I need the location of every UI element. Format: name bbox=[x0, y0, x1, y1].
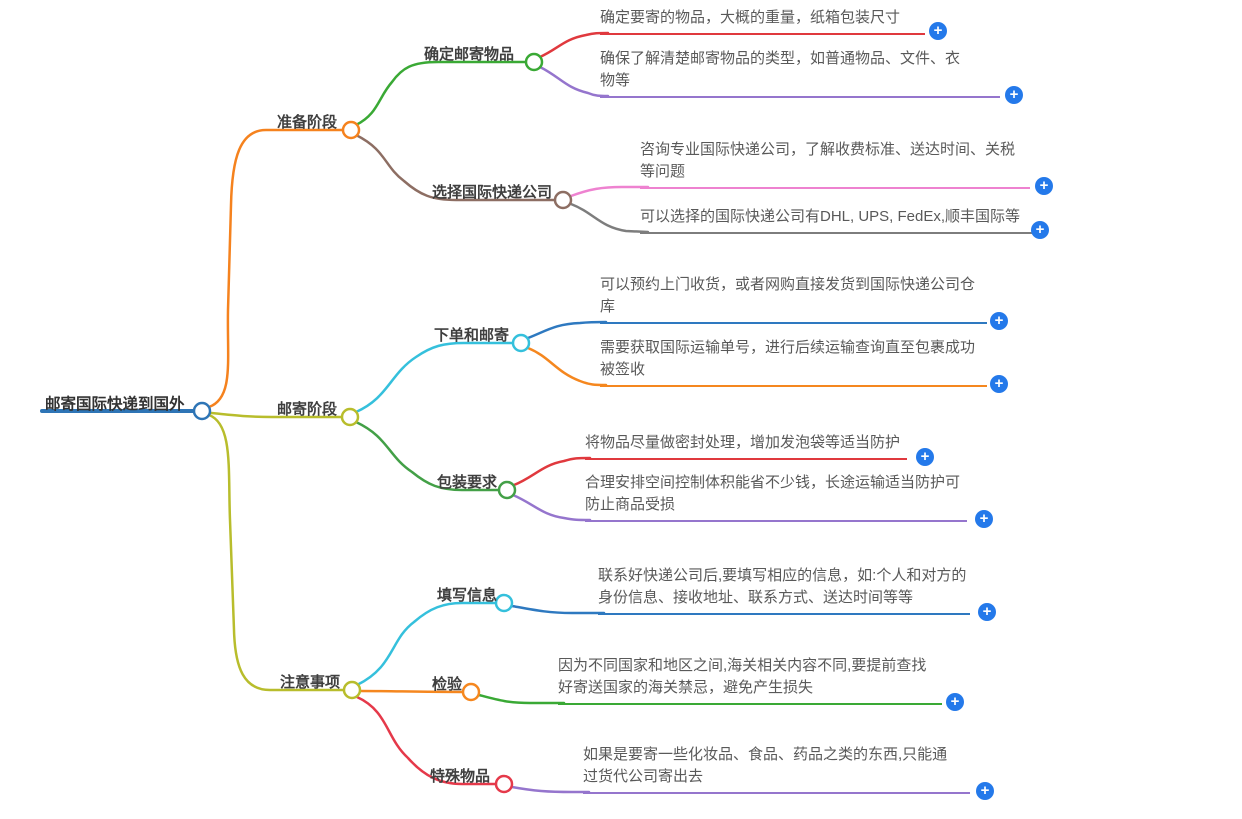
edge-inspection-leaf1 bbox=[477, 693, 566, 705]
leaf-note: 联系好快递公司后,要填写相应的信息，如:个人和对方的身份信息、接收地址、联系方式… bbox=[598, 565, 970, 615]
edge-preparation-choose-courier bbox=[354, 133, 557, 202]
add-child-button[interactable]: + bbox=[929, 22, 947, 40]
edge-mailing-packaging bbox=[354, 420, 500, 492]
topic-determine-items-label[interactable]: 确定邮寄物品 bbox=[424, 46, 515, 63]
leaf-text[interactable]: 确定要寄的物品，大概的重量，纸箱包装尺寸 bbox=[600, 9, 901, 26]
topic-choose-courier-label[interactable]: 选择国际快递公司 bbox=[432, 184, 553, 201]
leaf-note: 确保了解清楚邮寄物品的类型，如普通物品、文件、衣物等 bbox=[600, 48, 1000, 98]
edge-root-precautions bbox=[207, 413, 346, 692]
add-child-button[interactable]: + bbox=[976, 782, 994, 800]
leaf-note: 咨询专业国际快递公司，了解收费标准、送达时间、关税等问题 bbox=[640, 139, 1030, 189]
leaf-text[interactable]: 合理安排空间控制体积能省不少钱，长途运输适当防护可防止商品受损 bbox=[585, 474, 961, 513]
topic-fill-info-label[interactable]: 填写信息 bbox=[437, 587, 498, 604]
leaf-text[interactable]: 确保了解清楚邮寄物品的类型，如普通物品、文件、衣物等 bbox=[600, 50, 961, 89]
leaf-text[interactable]: 可以选择的国际快递公司有DHL, UPS, FedEx,顺丰国际等 bbox=[640, 208, 1021, 225]
branch-mailing-label[interactable]: 邮寄阶段 bbox=[277, 401, 338, 418]
edge-special-items-leaf1 bbox=[510, 785, 591, 794]
branch-preparation-label[interactable]: 准备阶段 bbox=[277, 114, 338, 131]
leaf-note: 合理安排空间控制体积能省不少钱，长途运输适当防护可防止商品受损 bbox=[585, 472, 967, 522]
mailing-node-circle[interactable] bbox=[340, 407, 360, 427]
inspection-node-circle[interactable] bbox=[461, 682, 481, 702]
topic-place-order-label[interactable]: 下单和邮寄 bbox=[434, 327, 510, 344]
leaf-text[interactable]: 可以预约上门收货，或者网购直接发货到国际快递公司仓库 bbox=[600, 276, 976, 315]
precautions-node-circle[interactable] bbox=[342, 680, 362, 700]
leaf-text[interactable]: 需要获取国际运输单号，进行后续运输查询直至包裹成功被签收 bbox=[600, 339, 976, 378]
edge-choose-courier-leaf2 bbox=[569, 202, 650, 234]
root-node-circle[interactable] bbox=[192, 401, 212, 421]
leaf-note: 可以预约上门收货，或者网购直接发货到国际快递公司仓库 bbox=[600, 274, 987, 324]
edge-precautions-inspection bbox=[359, 689, 464, 694]
fill-info-node-circle[interactable] bbox=[494, 593, 514, 613]
special-items-node-circle[interactable] bbox=[494, 774, 514, 794]
edge-place-order-leaf1 bbox=[526, 320, 608, 340]
edge-place-order-leaf2 bbox=[526, 346, 608, 387]
edge-precautions-special-items bbox=[355, 695, 497, 786]
leaf-note: 需要获取国际运输单号，进行后续运输查询直至包裹成功被签收 bbox=[600, 337, 987, 387]
edge-root-mailing bbox=[209, 411, 344, 419]
add-child-button[interactable]: + bbox=[1035, 177, 1053, 195]
edge-packaging-leaf1 bbox=[512, 456, 592, 487]
topic-special-items-label[interactable]: 特殊物品 bbox=[430, 768, 491, 785]
add-child-button[interactable]: + bbox=[1031, 221, 1049, 239]
place-order-node-circle[interactable] bbox=[511, 333, 531, 353]
packaging-node-circle[interactable] bbox=[497, 480, 517, 500]
topic-inspection-label[interactable]: 检验 bbox=[432, 676, 463, 693]
preparation-node-circle[interactable] bbox=[341, 120, 361, 140]
edge-determine-items-leaf1 bbox=[538, 31, 610, 59]
leaf-text[interactable]: 因为不同国家和地区之间,海关相关内容不同,要提前查找好寄送国家的海关禁忌，避免产… bbox=[558, 657, 927, 696]
topic-packaging-label[interactable]: 包装要求 bbox=[437, 474, 498, 491]
edge-preparation-determine-items bbox=[354, 60, 528, 127]
add-child-button[interactable]: + bbox=[990, 375, 1008, 393]
leaf-note: 因为不同国家和地区之间,海关相关内容不同,要提前查找好寄送国家的海关禁忌，避免产… bbox=[558, 655, 942, 705]
leaf-text[interactable]: 如果是要寄一些化妆品、食品、药品之类的东西,只能通过货代公司寄出去 bbox=[583, 746, 948, 785]
edge-choose-courier-leaf1 bbox=[569, 185, 650, 198]
determine-items-node-circle[interactable] bbox=[524, 52, 544, 72]
edge-precautions-fill-info bbox=[355, 601, 497, 687]
edge-packaging-leaf2 bbox=[511, 493, 592, 522]
root-node-label[interactable]: 邮寄国际快递到国外 bbox=[45, 396, 185, 413]
edge-determine-items-leaf2 bbox=[538, 65, 610, 98]
leaf-note: 如果是要寄一些化妆品、食品、药品之类的东西,只能通过货代公司寄出去 bbox=[583, 744, 970, 794]
leaf-note: 可以选择的国际快递公司有DHL, UPS, FedEx,顺丰国际等 bbox=[640, 206, 1040, 234]
edge-root-preparation bbox=[207, 128, 345, 409]
add-child-button[interactable]: + bbox=[946, 693, 964, 711]
add-child-button[interactable]: + bbox=[1005, 86, 1023, 104]
edge-mailing-place-order bbox=[354, 341, 515, 414]
leaf-text[interactable]: 将物品尽量做密封处理，增加发泡袋等适当防护 bbox=[585, 434, 901, 451]
edge-fill-info-leaf1 bbox=[510, 604, 606, 615]
branch-precautions-label[interactable]: 注意事项 bbox=[280, 674, 341, 691]
leaf-note: 将物品尽量做密封处理，增加发泡袋等适当防护 bbox=[585, 432, 907, 460]
add-child-button[interactable]: + bbox=[916, 448, 934, 466]
leaf-text[interactable]: 联系好快递公司后,要填写相应的信息，如:个人和对方的身份信息、接收地址、联系方式… bbox=[598, 567, 967, 606]
leaf-text[interactable]: 咨询专业国际快递公司，了解收费标准、送达时间、关税等问题 bbox=[640, 141, 1016, 180]
add-child-button[interactable]: + bbox=[990, 312, 1008, 330]
add-child-button[interactable]: + bbox=[978, 603, 996, 621]
leaf-note: 确定要寄的物品，大概的重量，纸箱包装尺寸 bbox=[600, 7, 925, 35]
choose-courier-node-circle[interactable] bbox=[553, 190, 573, 210]
add-child-button[interactable]: + bbox=[975, 510, 993, 528]
